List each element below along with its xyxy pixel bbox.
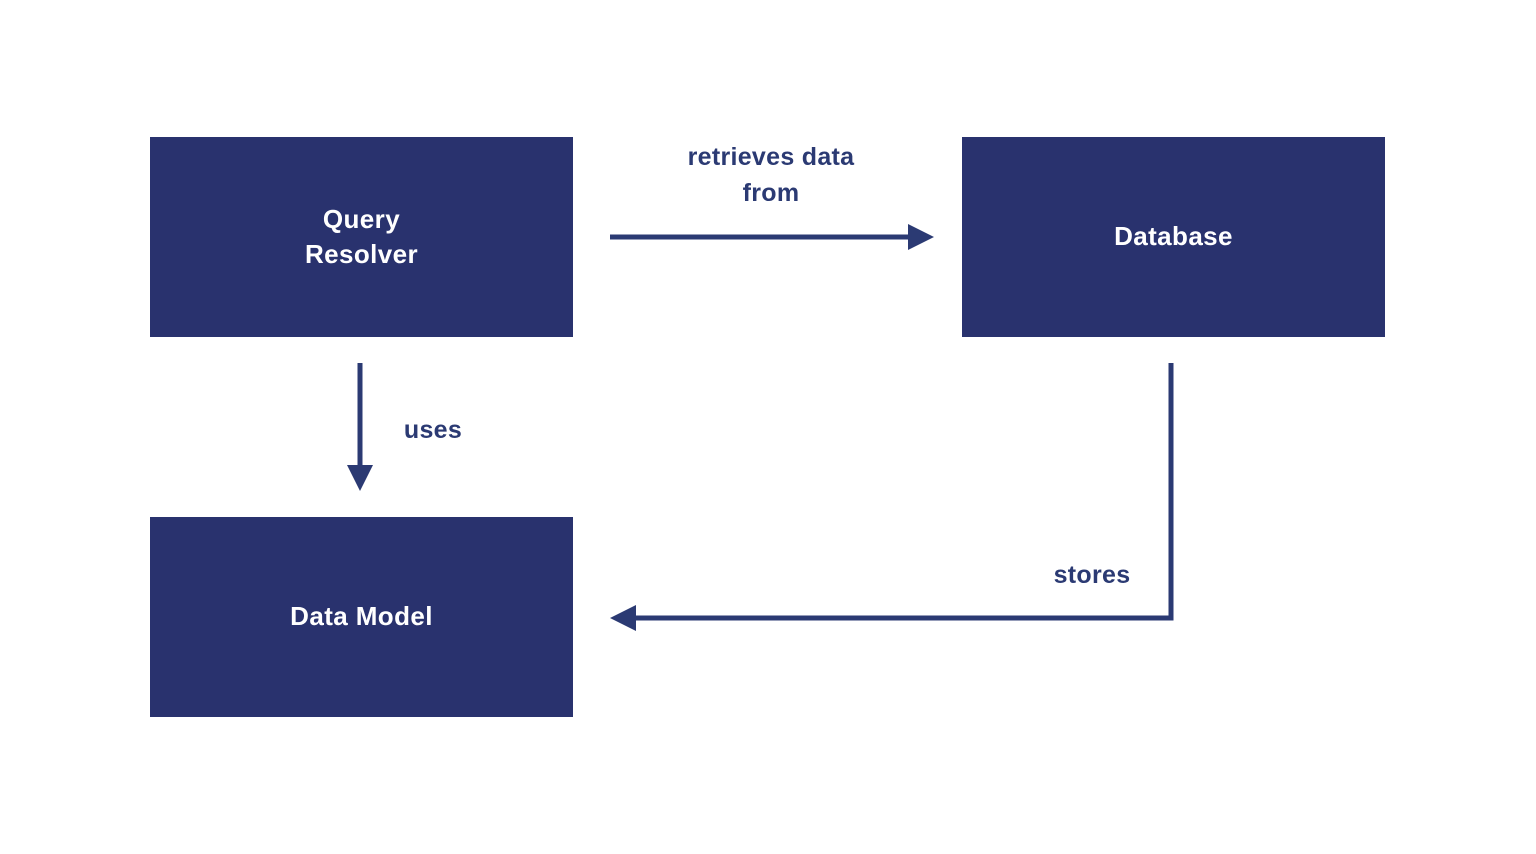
arrow-retrieves-data-from [610, 224, 934, 250]
edge-label-uses: uses [403, 416, 463, 444]
edge-label-stores: stores [1053, 561, 1131, 589]
node-data-model: Data Model [150, 517, 573, 717]
node-query-resolver: Query Resolver [150, 137, 573, 337]
edge-label-retrieves-data-from: retrieves data from [687, 143, 855, 207]
node-query-resolver-label: Query Resolver [304, 203, 419, 269]
arrowhead-down-icon [347, 465, 373, 491]
node-database: Database [962, 137, 1385, 337]
arrowhead-left-icon [610, 605, 636, 631]
arrow-uses [347, 363, 373, 491]
node-data-model-label: Data Model [290, 601, 433, 632]
node-database-label: Database [1114, 221, 1233, 252]
arrowhead-right-icon [908, 224, 934, 250]
